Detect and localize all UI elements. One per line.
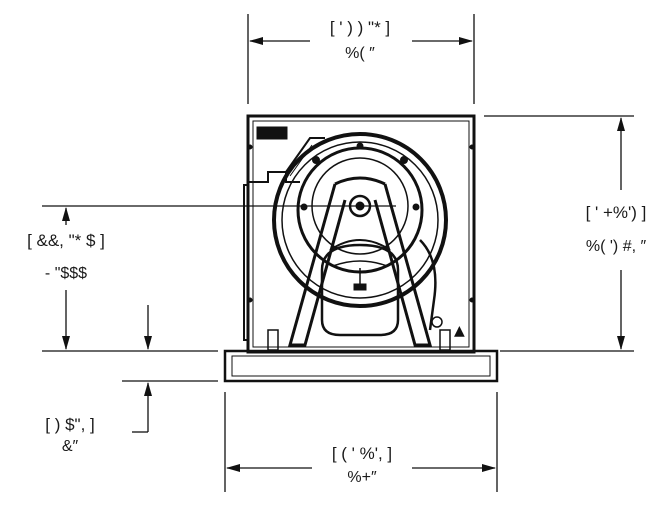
blower-unit bbox=[243, 114, 476, 354]
side-duct bbox=[419, 239, 437, 331]
dimension-lines bbox=[42, 14, 634, 492]
dim-base-height: [ ) $", ] &″ bbox=[45, 415, 95, 455]
inlet-ribs bbox=[332, 260, 388, 267]
wheel-bolt bbox=[356, 142, 364, 150]
wheel-bolt bbox=[412, 203, 420, 211]
mount-hole bbox=[469, 144, 475, 150]
inlet-window bbox=[320, 243, 400, 337]
mount-hole bbox=[247, 297, 253, 303]
dim-label: [ ' +%') ] bbox=[586, 203, 647, 222]
dim-bottom-width: [ ( ' %', ] %+″ bbox=[332, 444, 392, 486]
a-frame-left bbox=[288, 183, 347, 347]
dim-sublabel: %( ″ bbox=[345, 45, 375, 62]
scroll-outer bbox=[272, 132, 448, 308]
dim-label: [ ' ) ) "* ] bbox=[330, 18, 390, 37]
strut bbox=[285, 137, 325, 173]
dim-right-height: [ ' +%') ] %( ') #, ″ bbox=[586, 203, 647, 255]
housing-outline bbox=[246, 114, 476, 354]
base-inner bbox=[231, 355, 491, 377]
dim-label: [ &&, "* $ ] bbox=[27, 231, 105, 250]
a-frame-right bbox=[373, 183, 432, 347]
inlet-top bbox=[329, 239, 391, 251]
wheel-bolt bbox=[400, 156, 408, 164]
wheel-bolt bbox=[312, 156, 320, 164]
motor-bracket bbox=[248, 171, 300, 183]
label-plate bbox=[256, 126, 288, 140]
mount-hole bbox=[247, 144, 253, 150]
dim-sublabel: &″ bbox=[62, 438, 79, 455]
dim-label: [ ) $", ] bbox=[45, 415, 95, 434]
dim-sublabel: %+″ bbox=[347, 469, 377, 486]
base-outline bbox=[223, 349, 499, 383]
scroll-ring bbox=[281, 141, 439, 299]
wheel-bolt bbox=[300, 203, 308, 211]
dim-sublabel: %( ') #, ″ bbox=[586, 238, 647, 255]
side-panel bbox=[243, 184, 248, 341]
dim-top-width: [ ' ) ) "* ] %( ″ bbox=[330, 18, 390, 62]
inlet-tab-end bbox=[353, 283, 367, 291]
housing-inner bbox=[252, 120, 470, 348]
mount-hole bbox=[469, 297, 475, 303]
dim-label: [ ( ' %', ] bbox=[332, 444, 392, 463]
duct-fitting bbox=[431, 316, 443, 328]
dim-left-height: [ &&, "* $ ] - "$$$ bbox=[27, 231, 105, 282]
base bbox=[223, 349, 499, 383]
warning-icon: ▲ bbox=[454, 323, 465, 339]
dim-sublabel: - "$$$ bbox=[45, 265, 87, 282]
a-frame-top bbox=[334, 176, 386, 186]
